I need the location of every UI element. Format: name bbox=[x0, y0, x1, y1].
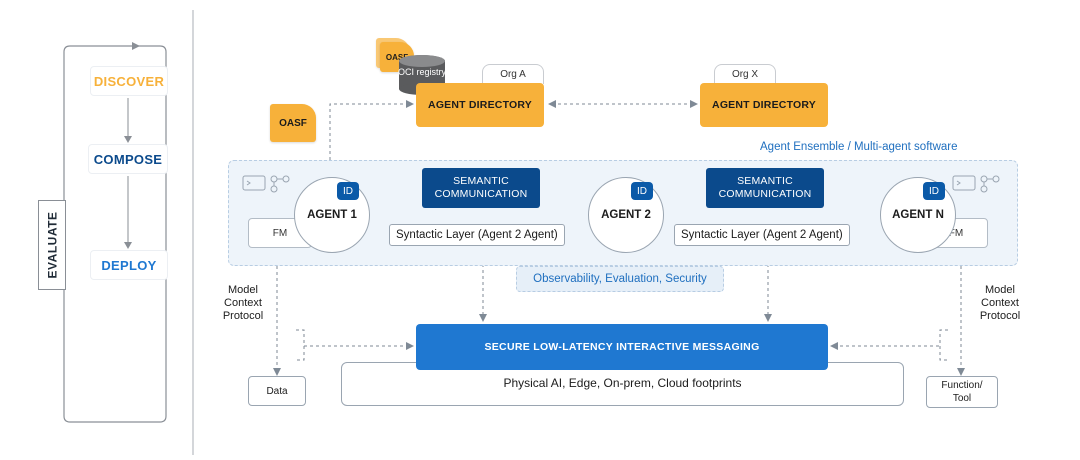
function-tool-box: Function/ Tool bbox=[926, 376, 998, 408]
agent-1-node: AGENT 1 bbox=[294, 177, 370, 253]
syntactic-layer-2: Syntactic Layer (Agent 2 Agent) bbox=[674, 224, 850, 246]
agent-directory-x: AGENT DIRECTORY bbox=[700, 83, 828, 127]
id-badge-agent-2: ID bbox=[631, 182, 653, 200]
mcp-label-right: Model Context Protocol bbox=[979, 284, 1021, 322]
messaging-bar: SECURE LOW-LATENCY INTERACTIVE MESSAGING bbox=[416, 324, 828, 370]
terminal-workflow-icon-right bbox=[952, 175, 1000, 193]
mcp-label-left: Model Context Protocol bbox=[222, 284, 264, 322]
syntactic-layer-1: Syntactic Layer (Agent 2 Agent) bbox=[389, 224, 565, 246]
oasf-file-icon: OASF bbox=[270, 104, 316, 142]
oci-registry-label: OCI registry bbox=[398, 67, 447, 77]
semantic-communication-2: SEMANTIC COMMUNICATION bbox=[706, 168, 824, 208]
data-box: Data bbox=[248, 376, 306, 406]
org-a-tab: Org A bbox=[482, 64, 544, 84]
compose-step: COMPOSE bbox=[88, 144, 168, 174]
terminal-workflow-icon bbox=[242, 175, 290, 193]
id-badge-agent-1: ID bbox=[337, 182, 359, 200]
ensemble-label: Agent Ensemble / Multi-agent software bbox=[760, 141, 958, 153]
semantic-communication-1: SEMANTIC COMMUNICATION bbox=[422, 168, 540, 208]
observability-box: Observability, Evaluation, Security bbox=[516, 266, 724, 292]
evaluate-label: EVALUATE bbox=[38, 200, 66, 290]
discover-step: DISCOVER bbox=[90, 66, 168, 96]
org-x-tab: Org X bbox=[714, 64, 776, 84]
deploy-step: DEPLOY bbox=[90, 250, 168, 280]
agent-directory-a: AGENT DIRECTORY bbox=[416, 83, 544, 127]
id-badge-agent-n: ID bbox=[923, 182, 945, 200]
